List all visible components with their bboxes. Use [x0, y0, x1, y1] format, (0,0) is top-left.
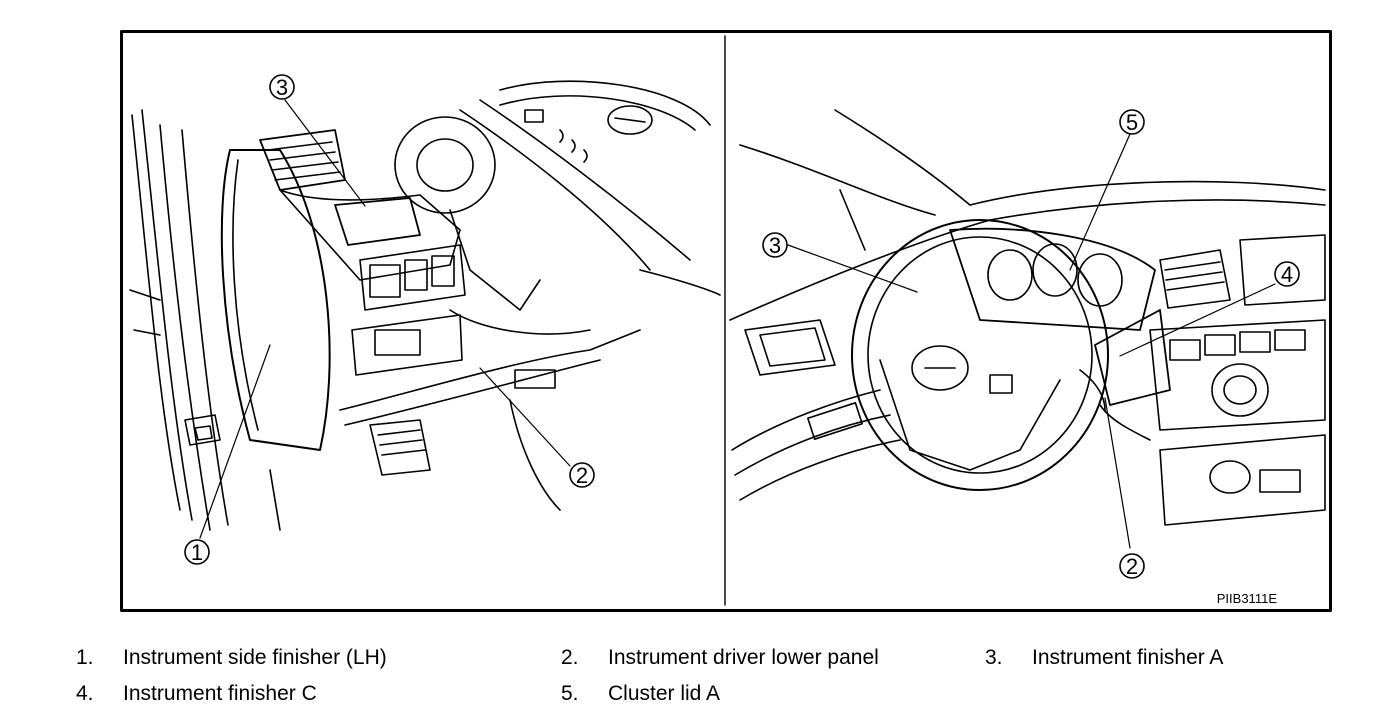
legend-number: 5.	[561, 682, 579, 705]
callout-marker-right-4: 4	[1274, 261, 1300, 287]
right-panel-illustration	[729, 109, 1326, 549]
callout-marker-left-2: 2	[569, 462, 595, 488]
callout-marker-left-1: 1	[184, 539, 210, 565]
callout-marker-right-2: 2	[1119, 553, 1145, 579]
legend-number: 2.	[561, 646, 579, 669]
callout-label: 3	[769, 233, 781, 258]
left-panel-illustration	[129, 80, 721, 539]
legend-label: Instrument driver lower panel	[608, 646, 879, 669]
legend-number: 4.	[76, 682, 94, 705]
legend-label: Instrument side finisher (LH)	[123, 646, 387, 669]
legend-label: Instrument finisher A	[1032, 646, 1224, 669]
callout-label: 1	[191, 540, 203, 565]
callout-label: 2	[1126, 554, 1138, 579]
callout-label: 3	[276, 75, 288, 100]
callout-label: 5	[1126, 110, 1138, 135]
callout-marker-right-3: 3	[762, 232, 788, 258]
legend-label: Instrument finisher C	[123, 682, 317, 705]
callout-marker-left-3: 3	[269, 74, 295, 100]
callout-label: 4	[1281, 262, 1293, 287]
callout-label: 2	[576, 463, 588, 488]
diagram-figure: 3 1 2 5 3 4 2 PIIB3111E	[120, 30, 1332, 612]
callout-marker-right-5: 5	[1119, 109, 1145, 135]
legend-number: 3.	[985, 646, 1003, 669]
legend-number: 1.	[76, 646, 94, 669]
figure-frame	[120, 30, 1332, 612]
diagram-svg: 3 1 2 5 3 4 2 PIIB3111E	[120, 30, 1332, 612]
figure-code: PIIB3111E	[1217, 591, 1278, 606]
legend-label: Cluster lid A	[608, 682, 721, 705]
